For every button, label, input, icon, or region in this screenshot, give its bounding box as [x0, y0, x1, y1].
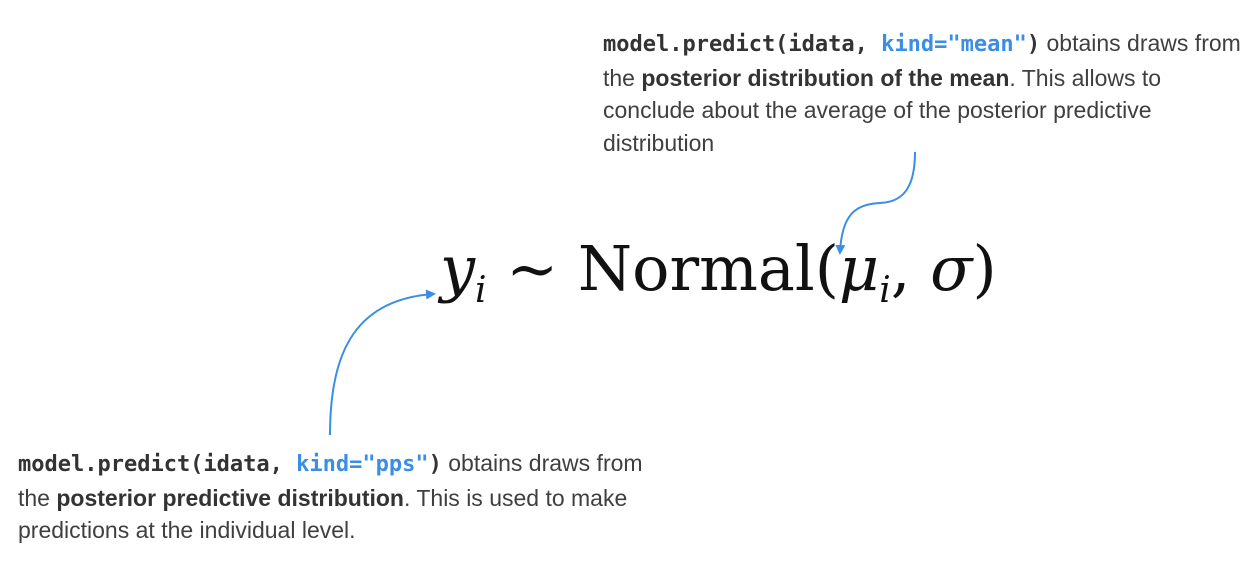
- formula-distribution: Normal(: [577, 232, 839, 305]
- formula-tilde: ~: [486, 232, 578, 305]
- mean-text-2: . This allows to conclude about the aver…: [603, 64, 1162, 156]
- formula-mu: μ: [838, 232, 880, 305]
- model-formula: yi ~ Normal(μi, σ): [440, 232, 997, 322]
- pps-code-suffix: ): [428, 452, 442, 477]
- pps-text-1: obtains draws from the: [18, 450, 643, 511]
- pps-text-2: . This is used to make predictions at th…: [18, 484, 628, 544]
- mean-annotation: model.predict(idata, kind="mean") obtain…: [603, 27, 1243, 159]
- mean-text-1: obtains draws from the: [603, 30, 1241, 91]
- mean-code: model.predict(idata, kind="mean"): [603, 32, 1040, 57]
- arrow-to-mu: [835, 151, 916, 255]
- pps-bold-text: posterior predictive distribution: [56, 484, 404, 511]
- mean-bold-text: posterior distribution of the mean: [641, 64, 1010, 91]
- formula-close-paren: ): [972, 232, 997, 305]
- arrow-to-y: [329, 289, 436, 436]
- pps-code: model.predict(idata, kind="pps"): [18, 452, 442, 477]
- mean-code-prefix: model.predict(idata,: [603, 32, 882, 57]
- formula-y-subscript: i: [475, 270, 487, 311]
- pps-code-keyword: kind="pps": [296, 452, 429, 477]
- pps-code-prefix: model.predict(idata,: [18, 452, 297, 477]
- formula-comma: ,: [890, 232, 931, 305]
- mean-code-suffix: ): [1026, 32, 1041, 57]
- formula-mu-subscript: i: [879, 270, 891, 311]
- formula-y: y: [440, 232, 476, 305]
- formula-sigma: σ: [930, 232, 973, 305]
- mean-code-keyword: kind="mean": [881, 32, 1027, 57]
- pps-annotation: model.predict(idata, kind="pps") obtains…: [18, 447, 658, 547]
